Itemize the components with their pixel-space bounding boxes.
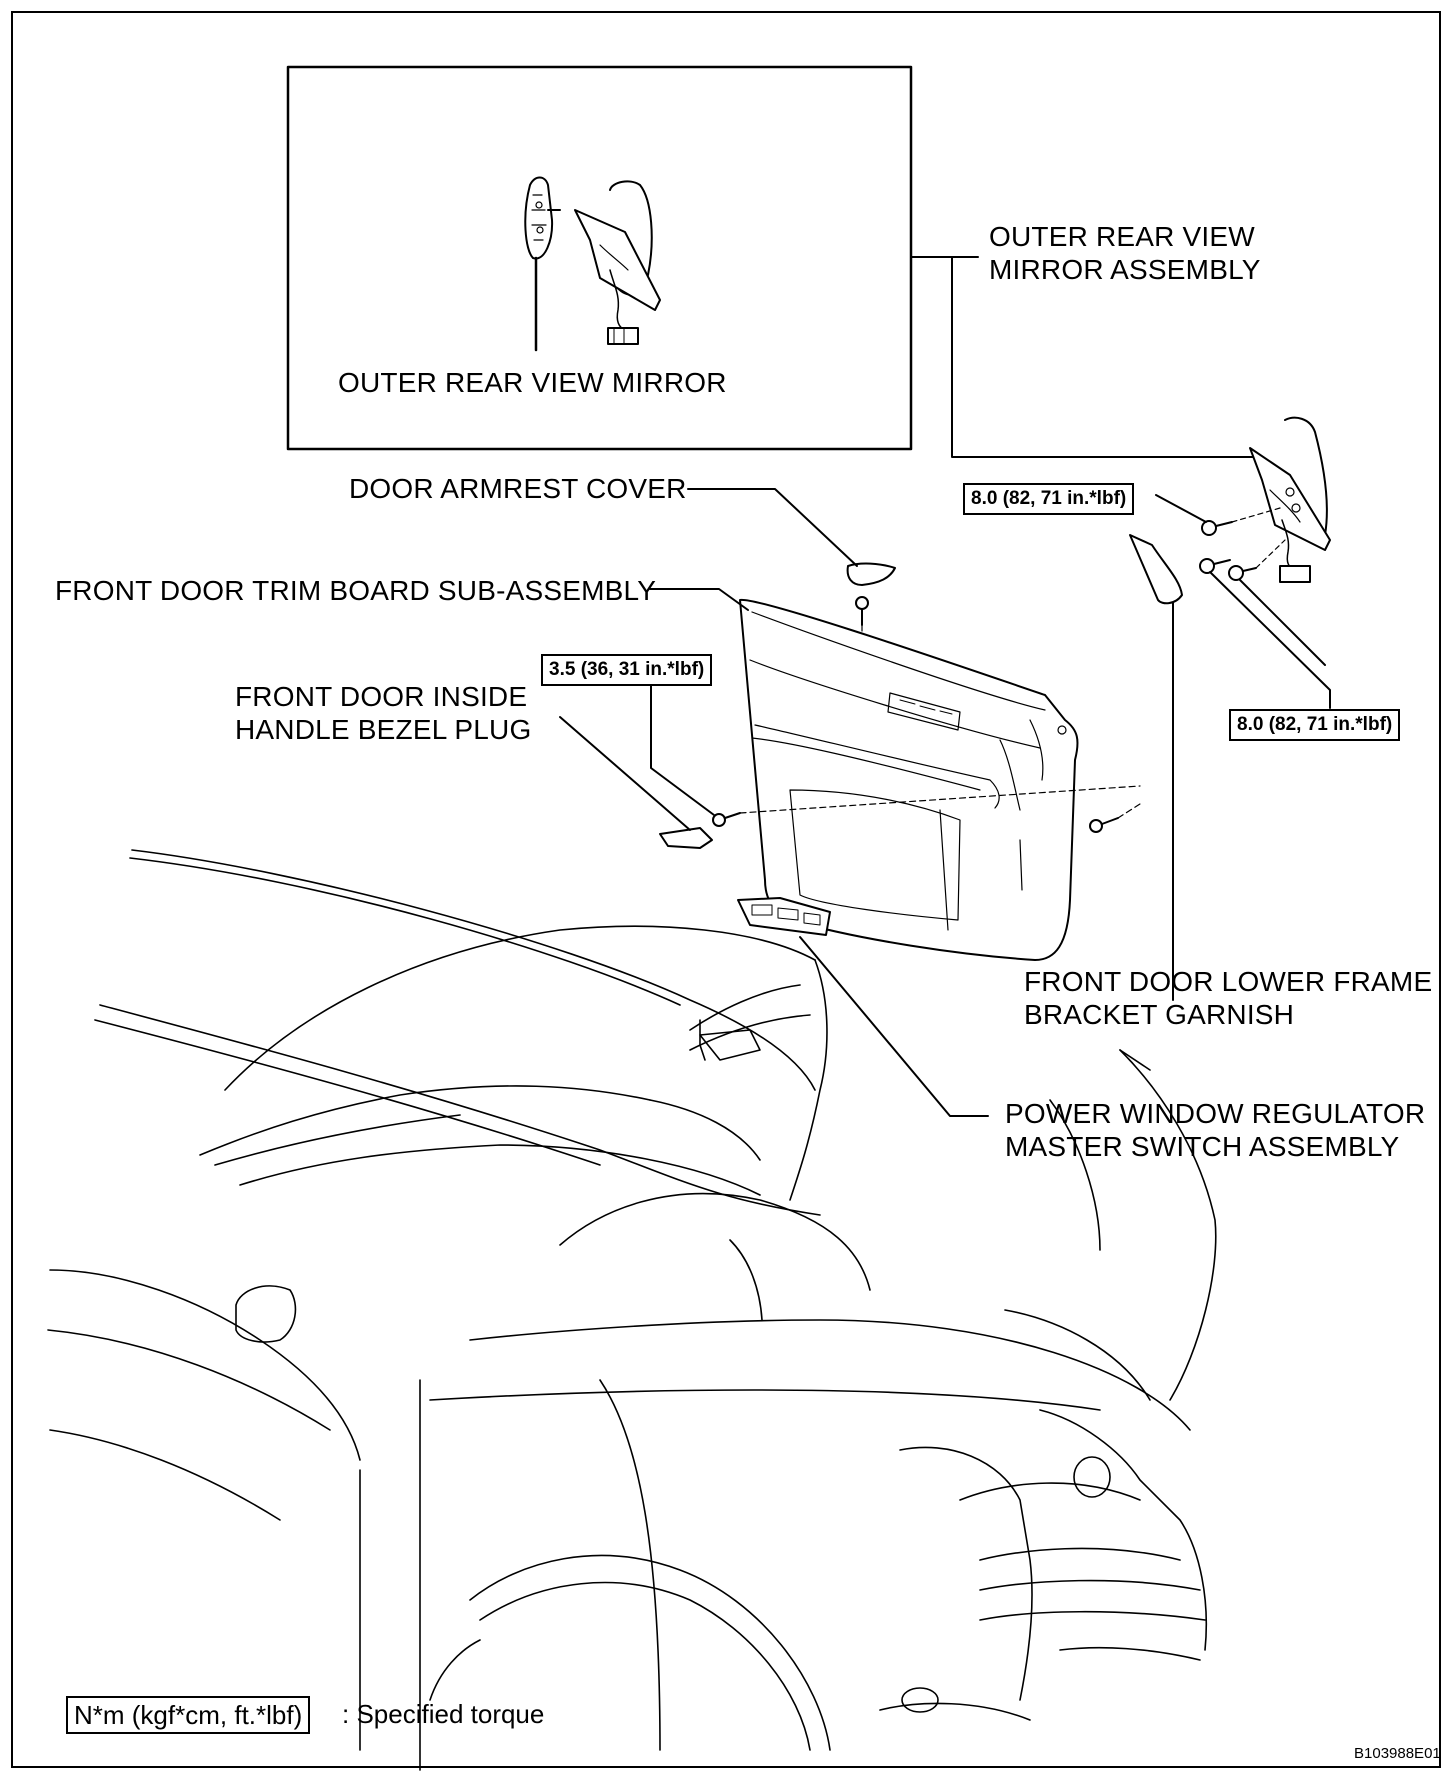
handle-bezel-plug	[559, 716, 713, 849]
label-master-switch-line2: MASTER SWITCH ASSEMBLY	[1005, 1131, 1400, 1162]
mirror-bolts	[1199, 507, 1286, 581]
figure-code: B103988E01	[1354, 1745, 1441, 1762]
torque-box-mirror-upper: 8.0 (82, 71 in.*lbf)	[963, 483, 1135, 515]
lower-frame-garnish	[1129, 534, 1183, 1001]
label-lower-frame-garnish-line1: FRONT DOOR LOWER FRAME	[1024, 966, 1433, 997]
torque-box-trim-screw: 3.5 (36, 31 in.*lbf)	[541, 654, 713, 686]
label-outer-rear-view-mirror: OUTER REAR VIEW MIRROR	[338, 367, 727, 398]
label-door-armrest-cover: DOOR ARMREST COVER	[349, 473, 687, 504]
diagram-frame	[11, 11, 1441, 1768]
vehicle-outline	[47, 849, 1217, 1771]
master-switch	[737, 897, 989, 1117]
label-lower-frame-garnish-line2: BRACKET GARNISH	[1024, 999, 1295, 1030]
label-front-door-trim-board: FRONT DOOR TRIM BOARD SUB-ASSEMBLY	[55, 575, 657, 606]
label-outer-mirror-assembly-line2: MIRROR ASSEMBLY	[989, 254, 1261, 285]
legend-torque-unit-box: N*m (kgf*cm, ft.*lbf)	[66, 1696, 311, 1734]
torque-box-mirror-lower: 8.0 (82, 71 in.*lbf)	[1229, 709, 1401, 741]
inset-mirror-assembly	[574, 180, 661, 345]
label-handle-bezel-plug-line2: HANDLE BEZEL PLUG	[235, 714, 532, 745]
mirror-assembly-right	[1249, 416, 1331, 583]
label-handle-bezel-plug-line1: FRONT DOOR INSIDE	[235, 681, 528, 712]
label-outer-mirror-assembly-line1: OUTER REAR VIEW	[989, 221, 1255, 252]
leader-inset-to-assembly	[910, 256, 1259, 458]
label-master-switch-line1: POWER WINDOW REGULATOR	[1005, 1098, 1426, 1129]
inset-mirror-glass	[524, 176, 561, 352]
legend-specified-torque: : Specified torque	[342, 1699, 545, 1729]
trim-screws	[650, 683, 1141, 833]
door-trim-board	[649, 588, 1079, 961]
